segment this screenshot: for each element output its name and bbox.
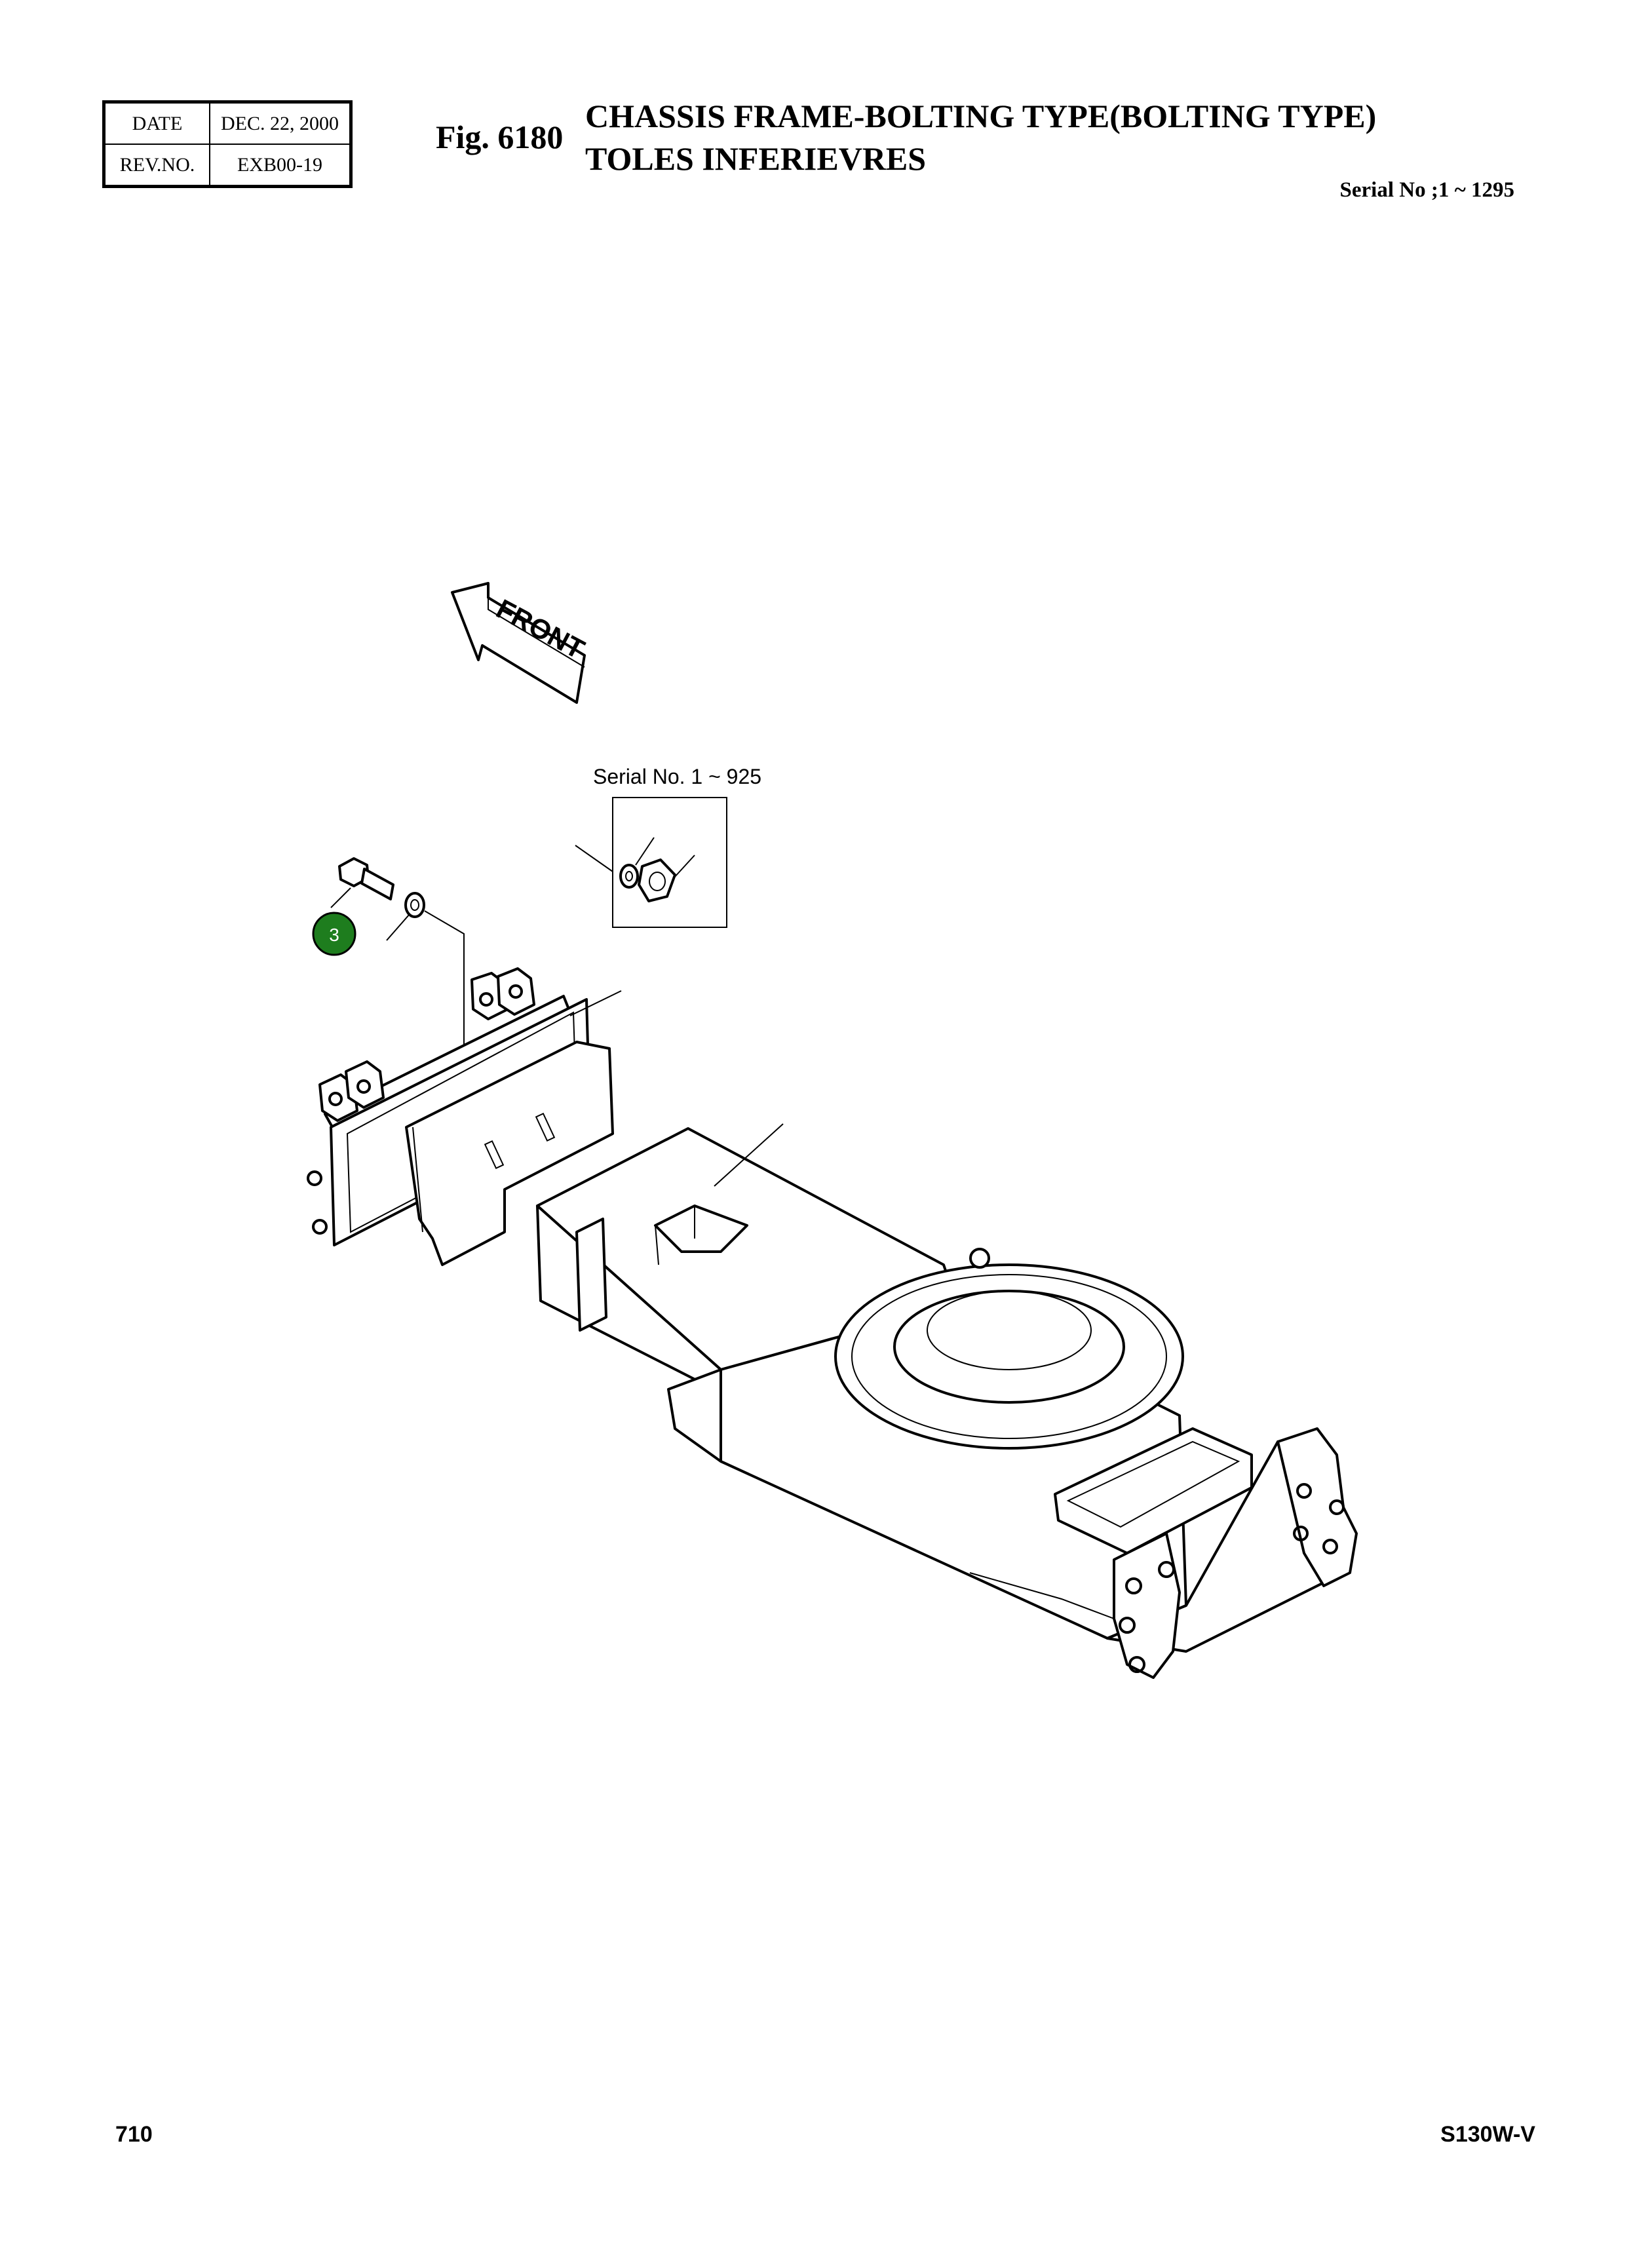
callout-3: 3 (312, 912, 356, 956)
front-arrow: FRONT (451, 582, 590, 704)
revision-table: DATE DEC. 22, 2000 REV.NO. EXB00-19 (102, 100, 353, 188)
date-label: DATE (105, 103, 210, 144)
date-value: DEC. 22, 2000 (210, 103, 350, 144)
figure-title: CHASSIS FRAME-BOLTING TYPE(BOLTING TYPE) (585, 98, 1377, 134)
revision-label: REV.NO. (105, 144, 210, 185)
revision-value: EXB00-19 (210, 144, 350, 185)
model-name: S130W-V (1440, 2122, 1535, 2147)
callout-bubble (312, 912, 356, 956)
figure-subtitle: TOLES INFERIEVRES (585, 140, 927, 177)
serial-inset (575, 797, 727, 928)
chassis-frame (536, 1123, 1358, 1679)
callout-number: 3 (329, 925, 339, 945)
inset-serial-label: Serial No. 1 ~ 925 (593, 765, 762, 788)
front-bracket (307, 967, 622, 1266)
figure-number: Fig. 6180 (436, 119, 564, 155)
serial-range: Serial No ;1 ~ 1295 (1339, 178, 1514, 202)
page-number: 710 (115, 2122, 153, 2147)
